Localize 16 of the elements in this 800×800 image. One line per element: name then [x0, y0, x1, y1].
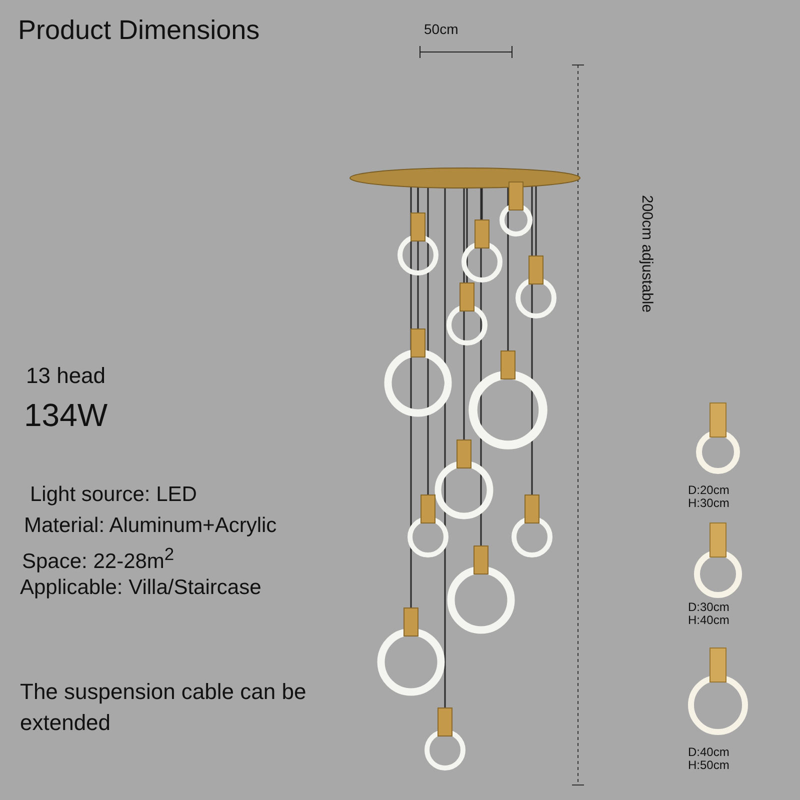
spec-text: Applicable: Villa/Staircase [20, 576, 262, 600]
size-label: D:20cm [688, 484, 730, 498]
title: Product Dimensions [18, 16, 260, 46]
dimension-label: 200cm adjustable [638, 195, 654, 313]
size-label: D:40cm [688, 746, 730, 760]
size-label: H:50cm [688, 759, 730, 772]
spec-text: Light source: LED [30, 483, 197, 506]
spec-text: 13 head [26, 364, 106, 388]
wattage-text: 134W [24, 398, 108, 434]
size-label: D:30cm [688, 601, 730, 614]
dimension-label: 50cm [424, 22, 458, 38]
spec-text: Material: Aluminum+Acrylic [24, 514, 277, 538]
note-text: The suspension cable can be extended [20, 678, 308, 737]
size-label: H:40cm [688, 614, 730, 628]
size-label: H:30cm [688, 497, 730, 510]
spec-text: Space: 22-28m$^{2}$ [22, 545, 174, 574]
